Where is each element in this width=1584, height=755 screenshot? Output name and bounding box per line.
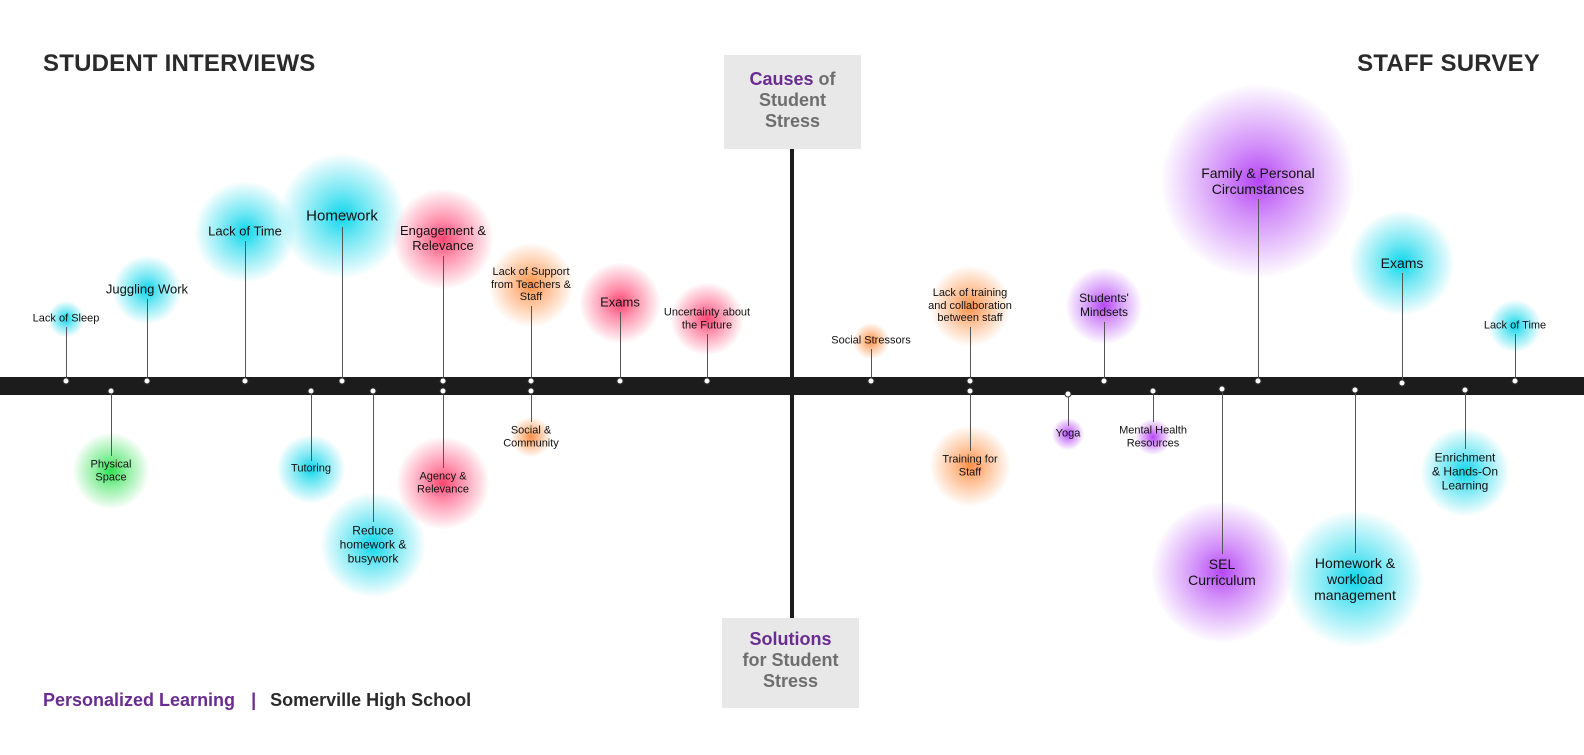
engagement-relevance-cause-stem <box>443 255 444 381</box>
lack-of-time-cause-stem <box>245 241 246 381</box>
uncertainty-about-the-future-cause-label: Uncertainty about the Future <box>663 306 751 331</box>
juggling-work-cause-label: Juggling Work <box>105 281 189 297</box>
exams-cause-label: Exams <box>1380 254 1424 271</box>
tutoring-solution-dot <box>307 387 315 395</box>
training-for-staff-solution-label: Training for Staff <box>942 453 998 478</box>
engagement-relevance-cause-label: Engagement & Relevance <box>399 223 487 253</box>
enrichment-hands-on-learning-solution-stem <box>1465 390 1466 450</box>
sel-curriculum-solution-label: SEL Curriculum <box>1188 555 1256 588</box>
lack-of-time-cause-label: Lack of Time <box>1483 319 1547 332</box>
juggling-work-cause-stem <box>147 299 148 381</box>
sel-curriculum-solution-dot <box>1218 385 1226 393</box>
homework-workload-management-solution-dot <box>1351 386 1359 394</box>
mental-health-resources-solution-label: Mental Health Resources <box>1119 424 1187 449</box>
agency-relevance-solution-dot <box>439 387 447 395</box>
enrichment-hands-on-learning-solution-label: Enrichment & Hands-On Learning <box>1431 450 1499 492</box>
causes-box: Causes of Student Stress <box>724 55 861 149</box>
social-community-solution-stem <box>531 391 532 423</box>
social-community-solution-glow <box>511 417 551 457</box>
reduce-homework-busywork-solution-label: Reduce homework & busywork <box>339 523 407 565</box>
homework-workload-management-solution-label: Homework & workload management <box>1314 554 1396 604</box>
social-stressors-cause-stem <box>871 349 872 381</box>
lack-of-time-cause-dot <box>241 377 249 385</box>
reduce-homework-busywork-solution-dot <box>369 387 377 395</box>
homework-cause-label: Homework <box>306 207 378 225</box>
exams-cause-label: Exams <box>600 294 640 310</box>
yoga-solution-label: Yoga <box>1055 427 1081 440</box>
exams-cause-dot <box>616 377 624 385</box>
footer-separator: | <box>251 690 257 710</box>
exams-cause-stem <box>620 312 621 381</box>
homework-workload-management-solution-stem <box>1355 390 1356 553</box>
causes-line3: Stress <box>764 111 821 131</box>
mental-health-resources-solution-stem <box>1153 391 1154 423</box>
training-for-staff-solution-dot <box>966 387 974 395</box>
social-community-solution-dot <box>527 387 535 395</box>
reduce-homework-busywork-solution-stem <box>373 391 374 523</box>
training-for-staff-solution-stem <box>970 391 971 452</box>
sel-curriculum-solution-stem <box>1222 389 1223 554</box>
solutions-line3: Stress <box>762 671 819 691</box>
lack-of-training-and-collaboration-between-staff-cause-label: Lack of training and collaboration betwe… <box>928 287 1012 325</box>
lack-of-training-and-collaboration-between-staff-cause-stem <box>970 326 971 381</box>
solutions-box: Solutions for Student Stress <box>722 618 859 708</box>
students-mindsets-cause-label: Students' Mindsets <box>1079 291 1129 319</box>
causes-of: of <box>813 69 836 89</box>
footer-brand: Personalized Learning <box>43 690 236 710</box>
tutoring-solution-stem <box>311 391 312 461</box>
uncertainty-about-the-future-cause-stem <box>707 333 708 381</box>
yoga-solution-dot <box>1064 390 1072 398</box>
lack-of-support-from-teachers-staff-cause-label: Lack of Support from Teachers & Staff <box>491 266 571 304</box>
lack-of-time-cause-stem <box>1515 334 1516 381</box>
enrichment-hands-on-learning-solution-dot <box>1461 386 1469 394</box>
lack-of-sleep-cause-label: Lack of Sleep <box>32 312 100 325</box>
lack-of-training-and-collaboration-between-staff-cause-dot <box>966 377 974 385</box>
social-community-solution-label: Social & Community <box>503 424 559 449</box>
engagement-relevance-cause-dot <box>439 377 447 385</box>
footer-school: Somerville High School <box>270 690 472 710</box>
family-personal-circumstances-cause-dot <box>1254 377 1262 385</box>
mental-health-resources-solution-glow <box>1135 419 1171 455</box>
vertical-spine <box>790 149 794 618</box>
social-stressors-cause-dot <box>867 377 875 385</box>
footer: Personalized Learning | Somerville High Sc… <box>43 690 471 711</box>
lack-of-sleep-cause-dot <box>62 377 70 385</box>
homework-cause-stem <box>342 226 343 381</box>
solutions-accent: Solutions <box>749 629 832 649</box>
staff-survey-heading: STAFF SURVEY <box>1357 50 1540 77</box>
causes-accent: Causes <box>749 69 814 89</box>
causes-line2: Student <box>759 90 826 110</box>
family-personal-circumstances-cause-stem <box>1258 199 1259 381</box>
juggling-work-cause-dot <box>143 377 151 385</box>
yoga-solution-stem <box>1068 394 1069 426</box>
social-stressors-cause-label: Social Stressors <box>831 334 911 347</box>
lack-of-sleep-cause-stem <box>66 327 67 381</box>
family-personal-circumstances-cause-label: Family & Personal Circumstances <box>1201 164 1315 197</box>
homework-cause-dot <box>338 377 346 385</box>
students-mindsets-cause-stem <box>1104 321 1105 381</box>
uncertainty-about-the-future-cause-dot <box>703 377 711 385</box>
tutoring-solution-label: Tutoring <box>291 462 331 475</box>
agency-relevance-solution-label: Agency & Relevance <box>417 470 469 495</box>
exams-cause-stem <box>1402 273 1403 383</box>
lack-of-support-from-teachers-staff-cause-stem <box>531 305 532 381</box>
student-interviews-heading: STUDENT INTERVIEWS <box>43 50 316 77</box>
physical-space-solution-label: Physical Space <box>90 458 132 483</box>
students-mindsets-cause-dot <box>1100 377 1108 385</box>
physical-space-solution-dot <box>107 387 115 395</box>
mental-health-resources-solution-dot <box>1149 387 1157 395</box>
lack-of-time-cause-dot <box>1511 377 1519 385</box>
lack-of-time-cause-label: Lack of Time <box>208 223 282 239</box>
physical-space-solution-stem <box>111 391 112 457</box>
agency-relevance-solution-stem <box>443 391 444 469</box>
solutions-line2: for Student <box>742 650 839 670</box>
lack-of-support-from-teachers-staff-cause-dot <box>527 377 535 385</box>
exams-cause-dot <box>1398 379 1406 387</box>
